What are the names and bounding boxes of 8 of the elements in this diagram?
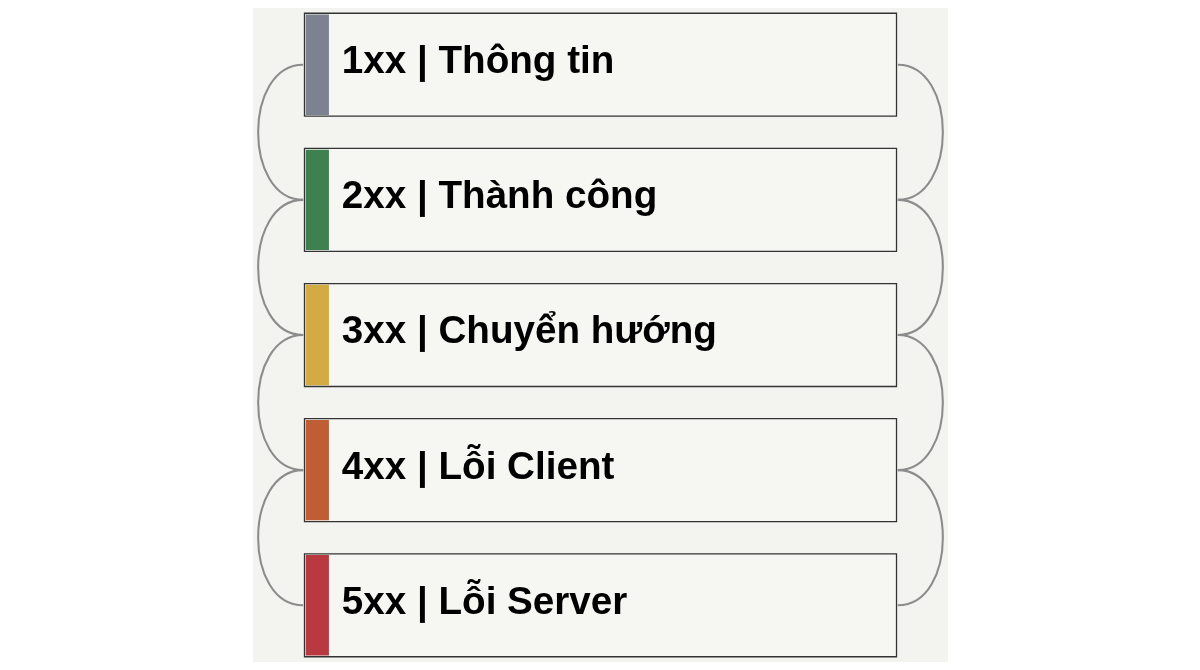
connector [256, 469, 303, 607]
connector [256, 63, 303, 201]
connector [897, 63, 944, 201]
connector [256, 334, 303, 472]
connector [897, 198, 944, 336]
connector [897, 469, 944, 607]
connector [897, 334, 944, 472]
connector [256, 198, 303, 336]
